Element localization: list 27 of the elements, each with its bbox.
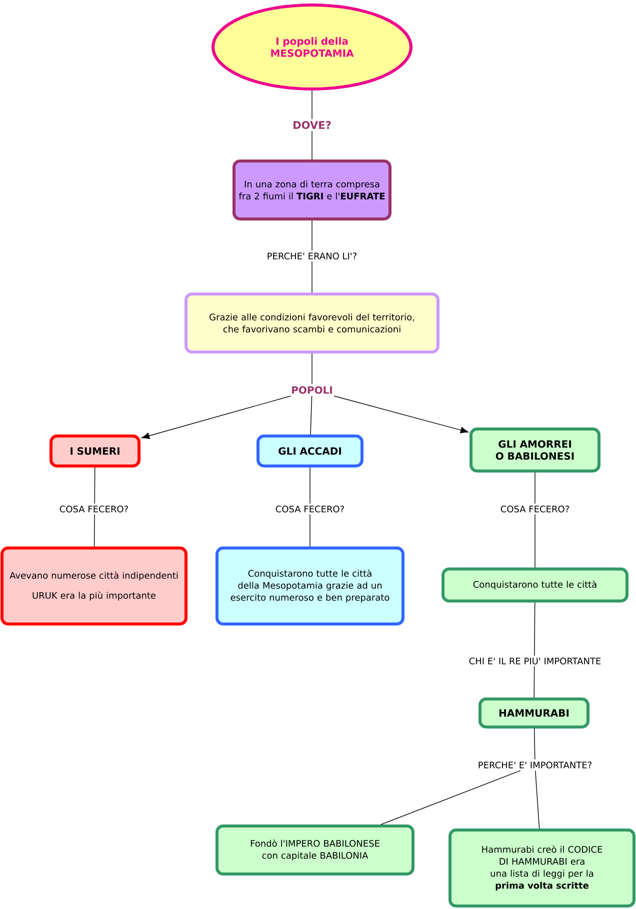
concept-box: Fondò l'IMPERO BABILONESE con capitale BABILONIA — [216, 824, 414, 876]
connector — [334, 396, 468, 434]
concept-box: GLI ACCADI — [256, 434, 364, 468]
concept-box: I SUMERI — [50, 434, 140, 468]
connector — [535, 770, 540, 829]
connector — [142, 396, 292, 439]
edge-label: DOVE? — [290, 119, 334, 131]
connector — [534, 472, 536, 568]
edge-label: CHI E' IL RE PIU' IMPORTANTE — [466, 656, 604, 666]
concept-box: GLI AMORREI O BABILONESI — [470, 428, 600, 472]
edge-label: COSA FECERO? — [57, 504, 131, 514]
connector — [534, 728, 536, 760]
concept-box: HAMMURABI — [478, 698, 590, 728]
concept-box: Conquistarono tutte le città — [442, 568, 628, 602]
edge-label: PERCHE' ERANO LI'? — [264, 250, 360, 262]
branch-label: PERCHE' E' IMPORTANTE? — [476, 760, 594, 770]
concept-box: Conquistarono tutte le città della Mesopotamia grazie ad un esercito numeroso e ben preparato — [216, 546, 404, 626]
concept-box: Hammurabi creò il CODICE DI HAMMURABI era una lista di leggi per la prima volta scritte — [448, 828, 636, 908]
edge-label: COSA FECERO? — [273, 504, 347, 514]
edge-label: COSA FECERO? — [498, 504, 572, 514]
connector — [310, 396, 312, 435]
concept-box: Grazie alle condizioni favorevoli del territorio, che favorivano scambi e comunicazioni — [184, 292, 440, 354]
concept-box: In una zona di terra compresa fra 2 fiumi il TIGRI e l'EUFRATE — [232, 160, 392, 220]
concept-box: Avevano numerose città indipendenti URUK era la più importante — [0, 546, 188, 626]
connector — [380, 770, 521, 825]
branch-label: POPOLI — [289, 384, 335, 396]
connector — [534, 602, 536, 698]
